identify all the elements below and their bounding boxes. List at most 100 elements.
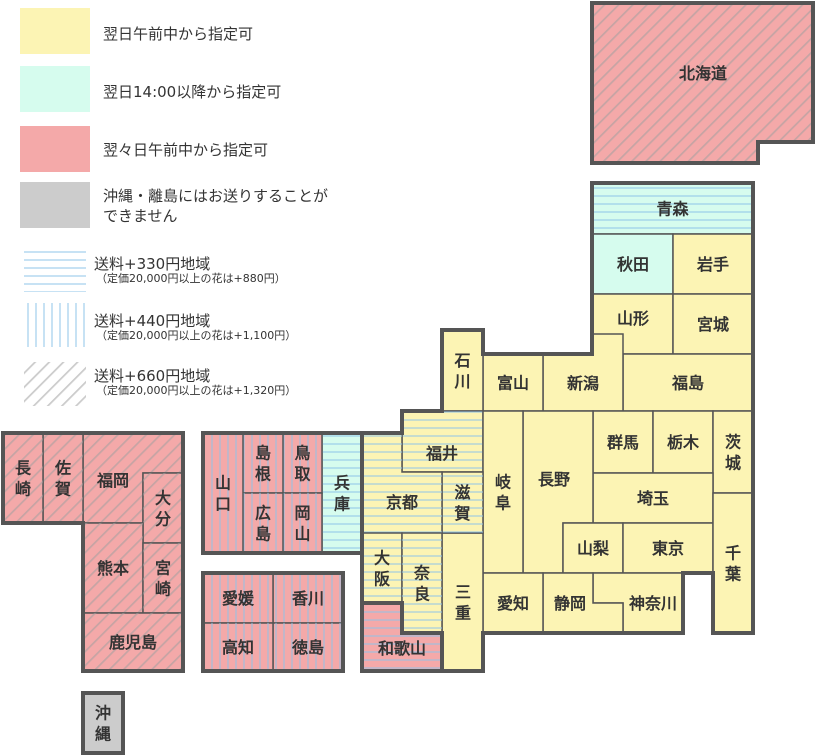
region-miyazaki[interactable]	[142, 542, 184, 614]
region-label-gifu: 岐阜	[495, 473, 511, 513]
region-yamanashi[interactable]	[562, 522, 624, 574]
region-aichi[interactable]	[482, 572, 544, 634]
region-label-fukui: 福井	[425, 444, 458, 463]
map-outline	[201, 431, 364, 555]
region-label-okinawa: 沖縄	[95, 704, 111, 744]
legend-note-fee440: （定価20,000円以上の花は+1,100円）	[96, 329, 297, 342]
region-kochi[interactable]	[202, 622, 274, 672]
region-label-chiba: 千葉	[724, 544, 742, 584]
region-label-kyoto: 京都	[386, 493, 418, 512]
region-label-saitama: 埼玉	[637, 489, 669, 508]
region-label-ehime: 愛媛	[222, 589, 255, 608]
region-kumamoto[interactable]	[82, 522, 144, 614]
region-label-yamagata: 山形	[617, 309, 649, 328]
region-label-aichi: 愛知	[497, 594, 529, 613]
region-kagoshima[interactable]	[82, 612, 184, 672]
region-label-nagano: 長野	[538, 470, 570, 489]
region-kagawa[interactable]	[272, 572, 344, 624]
region-label-toyama: 富山	[497, 374, 529, 393]
legend-swatch-two-days	[20, 126, 90, 172]
region-label-akita: 秋田	[617, 255, 649, 274]
region-tochigi[interactable]	[652, 410, 714, 474]
map-outline	[201, 571, 345, 673]
legend-label-fee440: 送料+440円地域	[94, 312, 211, 330]
legend-label-fee330: 送料+330円地域	[94, 255, 211, 273]
region-tokyo[interactable]	[622, 522, 714, 574]
legend-label-two-days: 翌々日午前中から指定可	[103, 141, 269, 159]
region-niigata[interactable]	[542, 333, 624, 412]
region-label-kochi: 高知	[222, 638, 254, 657]
region-osaka[interactable]	[361, 532, 403, 604]
region-shiga[interactable]	[441, 471, 484, 534]
region-label-shimane: 島根	[255, 444, 271, 484]
region-okayama[interactable]	[282, 492, 323, 554]
region-nagasaki[interactable]	[2, 432, 44, 524]
region-label-miyazaki: 宮崎	[155, 559, 171, 599]
map-outline	[1, 431, 185, 673]
region-nara[interactable]	[401, 532, 443, 634]
legend-label-fee660: 送料+660円地域	[94, 367, 211, 385]
region-label-kanagawa: 神奈川	[629, 594, 677, 613]
region-fukushima[interactable]	[622, 353, 754, 412]
map-outline	[590, 1, 815, 165]
region-label-shiga: 滋賀	[453, 483, 470, 523]
region-mie[interactable]	[441, 532, 484, 672]
region-label-iwate: 岩手	[696, 255, 729, 274]
region-label-tottori: 鳥取	[294, 444, 310, 484]
region-hyogo[interactable]	[321, 432, 363, 554]
region-oita[interactable]	[142, 472, 184, 544]
legend-swatch-next-morning	[20, 8, 90, 54]
region-label-saga: 佐賀	[54, 459, 71, 499]
region-shimane[interactable]	[242, 432, 284, 494]
region-label-osaka: 大阪	[374, 549, 391, 589]
region-label-niigata: 新潟	[567, 374, 599, 393]
region-label-kagoshima: 鹿児島	[109, 633, 157, 652]
region-ishikawa[interactable]	[441, 329, 484, 412]
region-gifu[interactable]	[482, 410, 524, 574]
region-label-yamanashi: 山梨	[577, 539, 610, 558]
region-label-kagawa: 香川	[291, 589, 324, 608]
region-aomori[interactable]	[591, 182, 754, 235]
region-ehime[interactable]	[202, 572, 274, 624]
region-saitama[interactable]	[592, 472, 714, 524]
region-label-tokyo: 東京	[652, 539, 684, 558]
region-okinawa[interactable]	[82, 692, 124, 754]
region-label-fukushima: 福島	[671, 374, 704, 393]
region-label-hokkaido: 北海道	[679, 64, 727, 83]
legend-swatch-unavailable	[20, 182, 90, 228]
region-label-okayama: 岡山	[294, 504, 310, 544]
region-label-mie: 三重	[455, 583, 471, 623]
region-chiba[interactable]	[712, 492, 754, 634]
region-label-nagasaki: 長崎	[15, 459, 32, 499]
map-outline	[360, 601, 444, 673]
region-label-ibaraki: 茨城	[725, 433, 741, 473]
region-label-tokushima: 徳島	[291, 638, 324, 657]
region-label-yamaguchi: 山口	[215, 474, 231, 514]
map-outline	[81, 691, 125, 755]
region-label-aomori: 青森	[656, 200, 689, 219]
legend-label-unavailable-line1: 沖縄・離島にはお送りすることが	[103, 187, 329, 205]
region-label-miyagi: 宮城	[697, 315, 729, 334]
region-hiroshima[interactable]	[242, 492, 284, 554]
region-label-oita: 大分	[155, 489, 171, 529]
legend-label-next-morning: 翌日午前中から指定可	[103, 25, 254, 43]
region-saga[interactable]	[42, 432, 84, 524]
region-label-nara: 奈良	[413, 564, 431, 604]
region-yamaguchi[interactable]	[202, 432, 244, 554]
region-label-gunma: 群馬	[607, 433, 639, 452]
region-label-ishikawa: 石川	[453, 351, 470, 391]
region-iwate[interactable]	[672, 233, 754, 295]
region-label-hyogo: 兵庫	[334, 474, 350, 514]
region-hokkaido[interactable]	[591, 2, 814, 164]
legend-swatch-fee660	[24, 362, 86, 406]
region-ibaraki[interactable]	[712, 410, 754, 494]
region-label-shizuoka: 静岡	[554, 594, 586, 613]
region-toyama[interactable]	[482, 353, 544, 412]
legend-label-next-afternoon: 翌日14:00以降から指定可	[103, 83, 282, 101]
legend-swatch-fee440	[24, 303, 86, 347]
region-tottori[interactable]	[282, 432, 323, 494]
region-label-tochigi: 栃木	[667, 433, 700, 452]
legend-note-fee660: （定価20,000円以上の花は+1,320円）	[96, 384, 297, 397]
legend-label-unavailable-line2: できません	[103, 207, 178, 225]
